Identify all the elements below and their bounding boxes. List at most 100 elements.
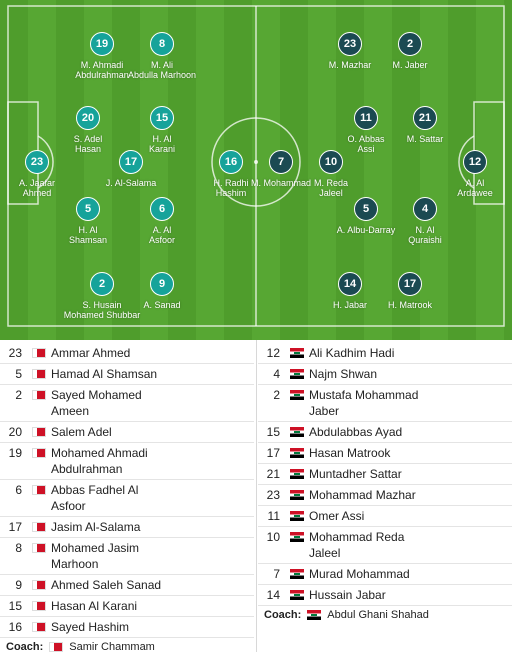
player-number: 23: [338, 32, 362, 56]
pitch-player-away-3[interactable]: 11 O. Abbas Assi: [324, 106, 408, 154]
player-name: Mustafa Mohammad Jaber: [309, 388, 419, 418]
pitch-player-away-1[interactable]: 23 M. Mazhar: [308, 32, 392, 70]
lineup-row[interactable]: 8 Mohamed Jasim Marhoon: [0, 538, 254, 575]
lineup-row[interactable]: 16 Sayed Hashim: [0, 617, 254, 638]
pitch-player-away-7[interactable]: 12 A. Al Ardawee: [433, 150, 512, 198]
shirt-number: 7: [273, 567, 280, 581]
player-name: Ahmed Saleh Sanad: [51, 578, 162, 592]
player-name: M. Mohammad: [250, 178, 312, 188]
bahrain-flag-icon: [32, 390, 46, 400]
player-number: 14: [338, 272, 362, 296]
shirt-number: 19: [8, 446, 22, 460]
player-number: 17: [119, 150, 143, 174]
pitch-player-home-8[interactable]: 6 A. Al Asfoor: [120, 197, 204, 245]
pitch-player-away-10[interactable]: 14 H. Jabar: [308, 272, 392, 310]
player-number: 2: [90, 272, 114, 296]
shirt-number: 16: [8, 620, 22, 634]
pitch-player-home-9[interactable]: 2 S. Husain Mohamed Shubbar: [60, 272, 144, 320]
player-name: A. Sanad: [143, 300, 181, 310]
player-name: Hussain Jabar: [309, 588, 386, 602]
player-name: M. Sattar: [406, 134, 444, 144]
pitch-player-away-6[interactable]: 10 M. Reda Jaleel: [289, 150, 373, 198]
player-name: Najm Shwan: [309, 367, 378, 381]
shirt-number: 17: [8, 520, 22, 534]
pitch-player-away-11[interactable]: 17 H. Matrook: [368, 272, 452, 310]
player-number: 12: [463, 150, 487, 174]
bahrain-flag-icon: [49, 642, 64, 652]
player-name: Sayed Hashim: [51, 620, 130, 634]
pitch-player-home-1[interactable]: 19 M. Ahmadi Abdulrahman: [60, 32, 144, 80]
coach-name[interactable]: Samir Chammam: [69, 641, 155, 653]
pitch-player-away-8[interactable]: 5 A. Albu-Darray: [324, 197, 408, 235]
iraq-flag-icon: [290, 448, 304, 458]
player-name: N. Al Quraishi: [408, 225, 442, 245]
shirt-number: 17: [266, 446, 280, 460]
bahrain-flag-icon: [32, 348, 46, 358]
player-name: M. Jaber: [392, 60, 428, 70]
pitch-player-home-3[interactable]: 20 S. Adel Hasan: [46, 106, 130, 154]
bahrain-flag-icon: [32, 601, 46, 611]
player-name: M. Ahmadi Abdulrahman: [75, 60, 129, 80]
home-coach: Coach: Samir Chammam: [0, 638, 254, 653]
player-name: Muntadher Sattar: [309, 467, 402, 481]
player-name: H. Al Shamsan: [68, 225, 108, 245]
player-number: 2: [398, 32, 422, 56]
player-name: H. Al Karani: [148, 134, 175, 154]
pitch-player-home-10[interactable]: 9 A. Sanad: [120, 272, 204, 310]
pitch-player-away-9[interactable]: 4 N. Al Quraishi: [383, 197, 467, 245]
player-name: Mohammad Reda Jaleel: [309, 530, 405, 560]
pitch-player-home-11[interactable]: 16 H. Radhi Hashim: [189, 150, 273, 198]
player-name: A. Al Ardawee: [457, 178, 493, 198]
coach-label: Coach:: [264, 609, 302, 621]
pitch-player-home-7[interactable]: 5 H. Al Shamsan: [46, 197, 130, 245]
player-number: 21: [413, 106, 437, 130]
shirt-number: 2: [15, 388, 22, 402]
bahrain-flag-icon: [32, 485, 46, 495]
player-name: H. Matrook: [387, 300, 432, 310]
bahrain-flag-icon: [32, 543, 46, 553]
iraq-flag-icon: [290, 369, 304, 379]
lineup-row[interactable]: 6 Abbas Fadhel Al Asfoor: [0, 480, 254, 517]
pitch: 19 M. Ahmadi Abdulrahman 8 M. Ali Abdull…: [0, 0, 512, 340]
bahrain-flag-icon: [32, 427, 46, 437]
pitch-player-away-5[interactable]: 7 M. Mohammad: [239, 150, 323, 188]
player-number: 5: [76, 197, 100, 221]
coach-name[interactable]: Abdul Ghani Shahad: [327, 609, 429, 621]
coach-label: Coach:: [6, 641, 44, 653]
bahrain-flag-icon: [32, 369, 46, 379]
shirt-number: 6: [15, 483, 22, 497]
pitch-player-home-5[interactable]: 23 A. Jaafar Ahmed: [0, 150, 79, 198]
player-name: H. Jabar: [332, 300, 367, 310]
shirt-number: 8: [15, 541, 22, 555]
pitch-player-home-6[interactable]: 17 J. Al-Salama: [89, 150, 173, 188]
pitch-player-home-2[interactable]: 8 M. Ali Abdulla Marhoon: [120, 32, 204, 80]
bahrain-flag-icon: [32, 580, 46, 590]
iraq-flag-icon: [290, 569, 304, 579]
player-name: Omer Assi: [309, 509, 365, 523]
pitch-player-home-4[interactable]: 15 H. Al Karani: [120, 106, 204, 154]
player-name: Mohamed Jasim Marhoon: [51, 541, 140, 571]
pitch-player-away-4[interactable]: 21 M. Sattar: [383, 106, 467, 144]
player-name: Abbas Fadhel Al Asfoor: [51, 483, 139, 513]
pitch-player-away-2[interactable]: 2 M. Jaber: [368, 32, 452, 70]
